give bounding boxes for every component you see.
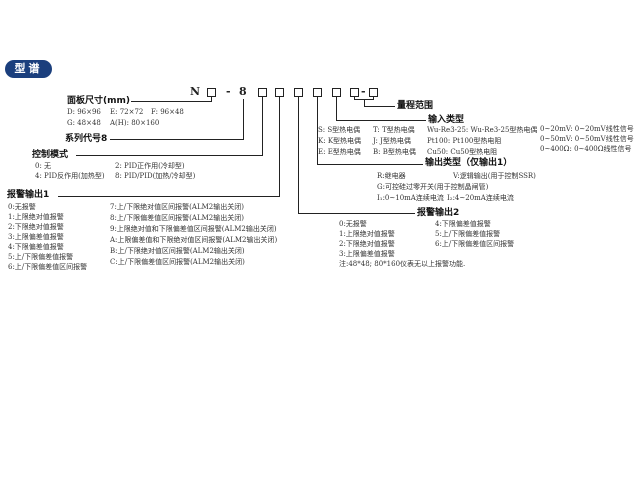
output-type-label: 输出类型（仅输出1） [425,158,513,168]
alarm1-left-list: 0:无报警 1:上限绝对值报警 2:下限绝对值报警 3:上限偏差值报警 4:下限… [8,203,87,272]
code-box-panel [207,88,216,97]
connector [317,97,318,165]
input-option: J: J型热电偶 [373,137,411,145]
connector [373,97,374,100]
connector [243,99,244,140]
list-item: 3:上限偏差值报警 [8,233,64,241]
section-title-badge: 型谱 [5,60,52,78]
connector [262,97,263,156]
output-option: V:逻辑输出(用于控制SSR) [453,172,536,180]
code-box-input [332,88,341,97]
connector [58,196,280,197]
connector [336,120,426,121]
alarm2-note: 注:48*48; 80*160仪表无以上报警功能. [339,260,466,268]
connector [76,155,263,156]
list-item: 0:无报警 [339,220,367,228]
connector [211,97,212,102]
connector [298,97,299,214]
input-option: B: B型热电偶 [373,148,416,156]
list-item: 1:上限绝对值报警 [8,213,64,221]
code-dash: - [226,85,231,98]
connector [279,97,280,197]
range-label: 量程范围 [397,101,434,111]
panel-option: G: 48×48 [67,119,101,127]
list-item: 0:无报警 [8,203,36,211]
connector [354,97,355,100]
output-option: I₂:4~20mA连续电流 [447,194,514,202]
connector [317,164,423,165]
list-item: 5:上/下限偏差值报警 [8,253,74,261]
input-option: T: T型热电偶 [373,126,415,134]
code-n: N [190,85,201,98]
code-box-range1 [350,88,359,97]
input-option: K: K型热电偶 [318,137,362,145]
list-item: 7:上/下限绝对值区间报警(ALM2输出关闭) [110,203,244,211]
panel-size-label: 面板尺寸(mm) [67,96,130,106]
input-type-label: 输入类型 [428,115,465,125]
code-box-control [258,88,267,97]
control-option: 8: PID/PID(加热/冷却型) [115,172,196,180]
list-item: 2:下限绝对值报警 [339,240,395,248]
output-option: R:继电器 [377,172,406,180]
input-option: 0~400Ω: 0~400Ω线性信号 [540,145,632,153]
code-box-output [313,88,322,97]
code-dash-2: - [361,85,366,98]
alarm1-right-list: 7:上/下限绝对值区间报警(ALM2输出关闭) 8:上/下限偏差值区间报警(AL… [110,203,277,267]
list-item: 6:上/下限偏差值区间报警 [435,240,515,248]
control-option: 4: PID反作用(加热型) [35,172,105,180]
list-item: 6:上/下限偏差值区间报警 [8,263,88,271]
input-option: 0~50mV: 0~50mV线性信号 [540,135,634,143]
connector [110,139,244,140]
alarm1-label: 报警输出1 [7,190,50,200]
input-option: Pt100: Pt100型热电阻 [427,137,502,145]
panel-option: A(H): 80×160 [110,119,160,127]
code-box-range2 [369,88,378,97]
input-option: S: S型热电偶 [318,126,361,134]
output-option: I₁:0~10mA连续电流 [377,194,444,202]
code-box-alarm2 [294,88,303,97]
connector [131,101,212,102]
alarm2-right-list: 4:下限偏差值报警 5:上/下限偏差值报警 6:上/下限偏差值区间报警 [435,220,514,249]
control-option: 2: PID正作用(冷却型) [115,162,185,170]
list-item: 4:下限偏差值报警 [435,220,491,228]
list-item: A:上限偏差值和下限绝对值区间报警(ALM2输出关闭) [110,236,278,244]
list-item: 5:上/下限偏差值报警 [435,230,501,238]
list-item: 9:上限绝对值和下限偏差值区间报警(ALM2输出关闭) [110,225,277,233]
series-code-label: 系列代号8 [65,134,108,144]
alarm2-label: 报警输出2 [417,208,460,218]
input-option: E: E型热电偶 [318,148,361,156]
control-option: 0: 无 [35,162,52,170]
list-item: 8:上/下限偏差值区间报警(ALM2输出关闭) [110,214,244,222]
input-option: Cu50: Cu50型热电阻 [427,148,498,156]
list-item: 1:上限绝对值报警 [339,230,395,238]
panel-option: E: 72×72 [110,108,144,116]
list-item: B:上/下限绝对值区间报警(ALM2输出关闭) [110,247,245,255]
code-eight: 8 [239,85,247,98]
list-item: C:上/下限偏差值区间报警(ALM2输出关闭) [110,258,245,266]
code-box-alarm1 [275,88,284,97]
list-item: 4:下限偏差值报警 [8,243,64,251]
list-item: 2:下限绝对值报警 [8,223,64,231]
connector [336,97,337,121]
alarm2-left-list: 0:无报警 1:上限绝对值报警 2:下限绝对值报警 3:上限偏差值报警 注:48… [339,220,465,269]
list-item: 3:上限偏差值报警 [339,250,395,258]
output-option: G:可控硅过零开关(用于控制晶闸管) [377,183,489,191]
connector [364,106,395,107]
panel-option: D: 96×96 [67,108,101,116]
input-option: 0~20mV: 0~20mV线性信号 [540,125,634,133]
panel-option: F: 96×48 [151,108,184,116]
connector [364,99,365,107]
control-mode-label: 控制模式 [32,150,69,160]
input-option: Wu-Re3-25: Wu-Re3-25型热电偶 [427,126,538,134]
connector [298,213,415,214]
